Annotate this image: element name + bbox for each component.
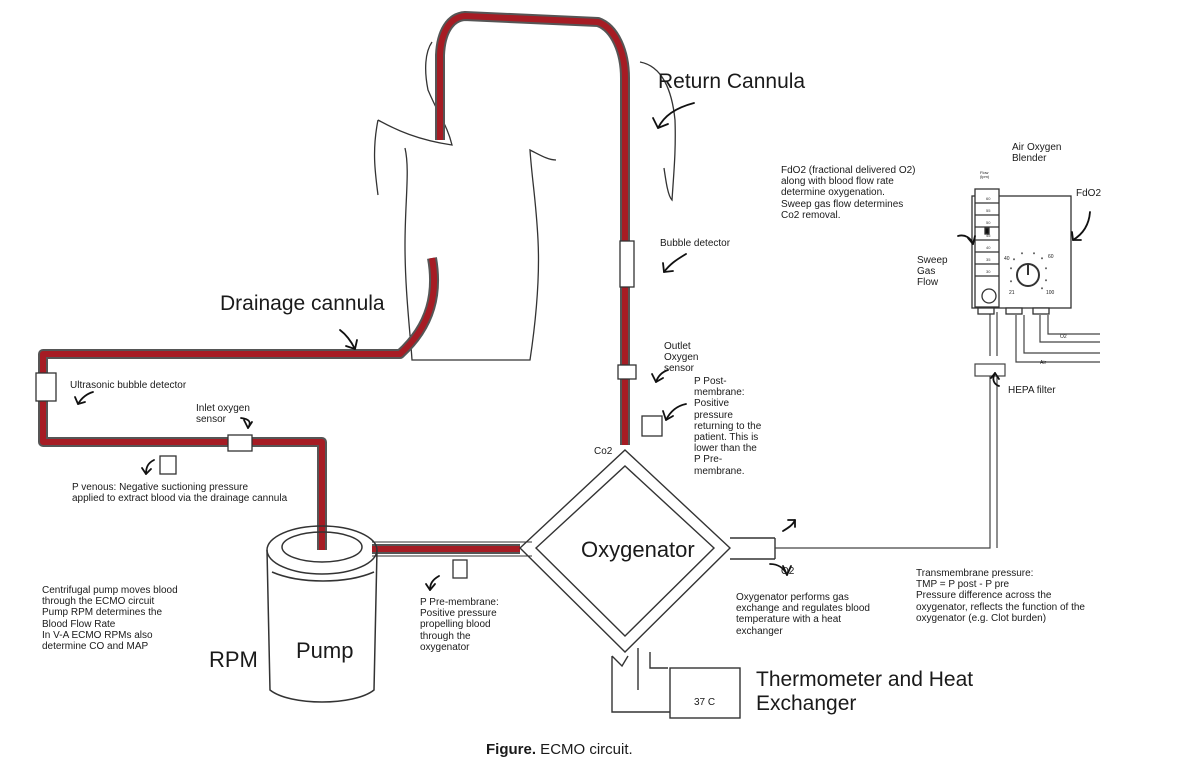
- p-pre-membrane-label: P Pre-membrane: Positive pressure propel…: [420, 597, 499, 653]
- pre-membrane-line: [372, 541, 532, 557]
- rpm-label: RPM: [209, 647, 258, 672]
- flow-tick: 50: [986, 220, 991, 226]
- dial-mark-100: 100: [1046, 290, 1055, 296]
- air-oxygen-blender: [971, 188, 1072, 315]
- oxygenator-body: [518, 449, 776, 713]
- oxygenator-description: Oxygenator performs gas exchange and reg…: [736, 592, 870, 637]
- flow-scale: 60 55 50 45 40 35 30: [986, 193, 1000, 278]
- centrifugal-pump-description: Centrifugal pump moves blood through the…: [42, 585, 178, 652]
- o2-label: O2: [781, 566, 795, 577]
- flow-unit-label: Flow (lpm): [980, 170, 990, 180]
- sweep-gas-flow-label: Sweep Gas Flow: [917, 255, 948, 289]
- temperature-value: 37 C: [694, 697, 716, 708]
- dial-mark-60: 60: [1048, 254, 1054, 260]
- outlet-oxygen-sensor-label: Outlet Oxygen sensor: [664, 341, 699, 375]
- circuit-components: [35, 240, 663, 579]
- flow-tick: 35: [986, 257, 991, 263]
- drainage-cannula-label: Drainage cannula: [220, 292, 385, 315]
- return-cannula-label: Return Cannula: [658, 70, 806, 93]
- pointer-arrows: [74, 102, 1091, 591]
- flow-tick: 30: [986, 269, 991, 275]
- gas-line: [775, 312, 1100, 549]
- patient-torso: [373, 41, 676, 361]
- return-cannula: [435, 11, 630, 445]
- flow-tick: 55: [986, 208, 991, 214]
- gas-air-label: Air: [1040, 360, 1047, 366]
- co2-label: Co2: [594, 446, 613, 457]
- figure-caption: Figure. ECMO circuit.: [486, 741, 633, 759]
- ultrasonic-bubble-detector-label: Ultrasonic bubble detector: [70, 380, 187, 391]
- flow-tick: 60: [986, 196, 991, 201]
- bubble-detector-label: Bubble detector: [660, 238, 731, 249]
- inlet-oxygen-sensor-label: Inlet oxygen sensor: [196, 403, 250, 426]
- gas-o2-label: O2: [1060, 334, 1067, 340]
- hepa-filter-label: HEPA filter: [1008, 385, 1056, 396]
- air-oxygen-blender-label: Air Oxygen Blender: [1012, 142, 1062, 165]
- dial-mark-40: 40: [1004, 256, 1010, 262]
- thermometer-heat-exchanger-label: Thermometer and Heat Exchanger: [756, 668, 974, 716]
- oxygenator-label: Oxygenator: [581, 537, 695, 562]
- fdo2-label: FdO2: [1076, 188, 1102, 199]
- figure-caption-text: ECMO circuit.: [536, 741, 633, 758]
- flow-tick: 40: [986, 244, 991, 250]
- figure-caption-label: Figure.: [486, 741, 537, 758]
- heat-exchanger-box: [669, 667, 741, 719]
- pump-shape: [266, 525, 378, 703]
- pump-label: Pump: [296, 638, 354, 663]
- transmembrane-pressure-label: Transmembrane pressure: TMP = P post - P…: [916, 568, 1085, 624]
- drainage-line: [38, 257, 439, 550]
- fdo2-description: FdO2 (fractional delivered O2) along wit…: [781, 165, 916, 221]
- flow-tick: 45: [986, 232, 991, 238]
- p-venous-label: P venous: Negative suctioning pressure a…: [72, 482, 288, 505]
- dial-mark-21: 21: [1009, 290, 1015, 296]
- p-post-membrane-label: P Post- membrane: Positive pressure retu…: [694, 376, 762, 477]
